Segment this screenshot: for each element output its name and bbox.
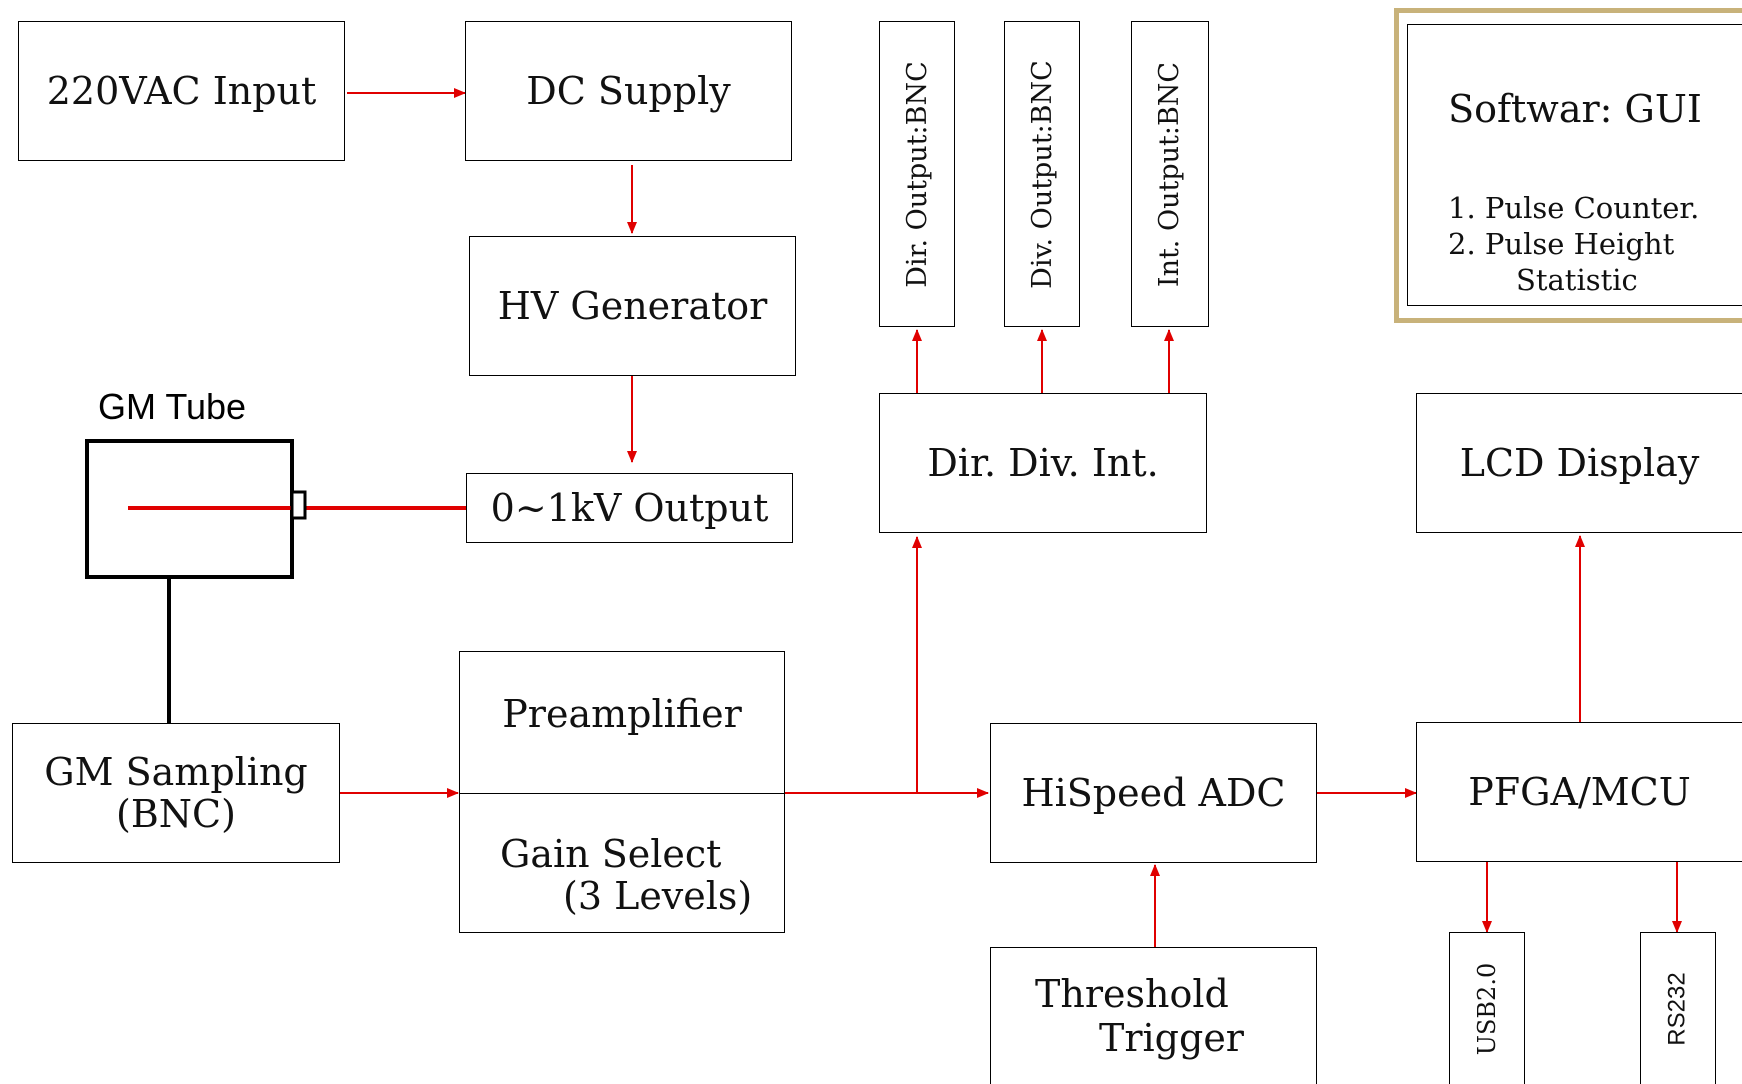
gm-sampling-block: GM Sampling (BNC) bbox=[12, 723, 340, 863]
software-feature-list: 1. Pulse Counter. 2. Pulse Height Statis… bbox=[1448, 190, 1699, 298]
int-output-label: Int. Output:BNC bbox=[1154, 61, 1186, 287]
lcd-display-block: LCD Display bbox=[1416, 393, 1742, 533]
software-item-2-line1: 2. Pulse Height bbox=[1448, 227, 1675, 261]
gain-select-label-line2: (3 Levels) bbox=[563, 874, 753, 918]
dc-supply-label: DC Supply bbox=[526, 69, 731, 113]
fpga-mcu-label: PFGA/MCU bbox=[1468, 770, 1691, 814]
hv-generator-block: HV Generator bbox=[469, 236, 796, 376]
dir-output-label: Dir. Output:BNC bbox=[901, 60, 933, 288]
div-output-block: Div. Output:BNC bbox=[1004, 21, 1080, 327]
fpga-mcu-block: PFGA/MCU bbox=[1416, 722, 1742, 862]
preamplifier-label: Preamplifier bbox=[502, 692, 742, 736]
gm-sampling-label-line2: (BNC) bbox=[116, 792, 236, 836]
preamp-divider bbox=[460, 793, 784, 794]
hv-output-label: 0~1kV Output bbox=[490, 486, 769, 530]
gm-tube-connector bbox=[290, 490, 307, 520]
rs232-label: RS232 bbox=[1663, 971, 1691, 1046]
threshold-trigger-block: Threshold Trigger bbox=[990, 947, 1317, 1084]
preamp-gain-block: Preamplifier Gain Select (3 Levels) bbox=[459, 651, 785, 933]
software-item-1: 1. Pulse Counter. bbox=[1448, 191, 1700, 225]
dir-div-int-label: Dir. Div. Int. bbox=[927, 441, 1159, 485]
hispeed-adc-label: HiSpeed ADC bbox=[1021, 771, 1286, 815]
ac-input-block: 220VAC Input bbox=[18, 21, 345, 161]
usb-block: USB2.0 bbox=[1449, 932, 1525, 1084]
usb-label: USB2.0 bbox=[1473, 962, 1502, 1055]
software-item-2-line2: Statistic bbox=[1516, 263, 1638, 297]
ac-input-label: 220VAC Input bbox=[46, 69, 317, 113]
dir-div-int-block: Dir. Div. Int. bbox=[879, 393, 1207, 533]
rs232-block: RS232 bbox=[1640, 932, 1716, 1084]
dir-output-block: Dir. Output:BNC bbox=[879, 21, 955, 327]
threshold-label-line2: Trigger bbox=[1099, 1016, 1244, 1060]
software-title: Softwar: GUI bbox=[1448, 87, 1702, 131]
gm-sampling-label-line1: GM Sampling bbox=[44, 750, 308, 794]
lcd-display-label: LCD Display bbox=[1459, 441, 1700, 485]
software-gui-block: Softwar: GUI 1. Pulse Counter. 2. Pulse … bbox=[1407, 24, 1742, 306]
gm-tube-label: GM Tube bbox=[98, 386, 247, 427]
software-frame bbox=[1394, 8, 1742, 323]
hispeed-adc-block: HiSpeed ADC bbox=[990, 723, 1317, 863]
gain-select-label-line1: Gain Select bbox=[500, 832, 722, 876]
threshold-label-line1: Threshold bbox=[1035, 972, 1229, 1016]
hv-generator-label: HV Generator bbox=[497, 284, 768, 328]
div-output-label: Div. Output:BNC bbox=[1026, 59, 1058, 289]
int-output-block: Int. Output:BNC bbox=[1131, 21, 1209, 327]
hv-output-block: 0~1kV Output bbox=[466, 473, 793, 543]
dc-supply-block: DC Supply bbox=[465, 21, 792, 161]
